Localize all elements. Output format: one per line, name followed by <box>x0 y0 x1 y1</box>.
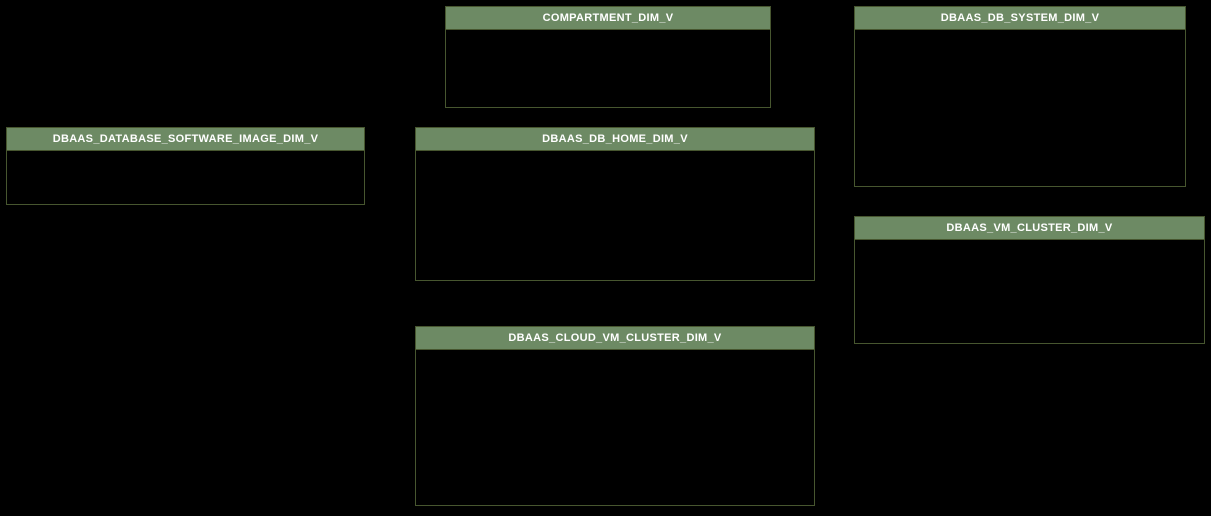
entity-body <box>416 350 814 505</box>
entity-table-dbaas-vm-cluster-dim-v[interactable]: DBAAS_VM_CLUSTER_DIM_V <box>854 216 1205 344</box>
entity-table-dbaas-database-software-image-dim-v[interactable]: DBAAS_DATABASE_SOFTWARE_IMAGE_DIM_V <box>6 127 365 205</box>
entity-header: DBAAS_VM_CLUSTER_DIM_V <box>855 217 1204 240</box>
entity-title: DBAAS_DB_HOME_DIM_V <box>542 133 688 145</box>
entity-body <box>446 30 770 107</box>
entity-table-dbaas-cloud-vm-cluster-dim-v[interactable]: DBAAS_CLOUD_VM_CLUSTER_DIM_V <box>415 326 815 506</box>
entity-title: DBAAS_CLOUD_VM_CLUSTER_DIM_V <box>508 332 722 344</box>
entity-title: DBAAS_VM_CLUSTER_DIM_V <box>946 222 1113 234</box>
entity-title: DBAAS_DB_SYSTEM_DIM_V <box>940 12 1100 24</box>
entity-body <box>855 30 1185 186</box>
entity-body <box>855 240 1204 343</box>
entity-title: COMPARTMENT_DIM_V <box>542 12 674 24</box>
entity-body <box>416 151 814 280</box>
entity-table-compartment-dim-v[interactable]: COMPARTMENT_DIM_V <box>445 6 771 108</box>
entity-body <box>7 151 364 204</box>
entity-header: DBAAS_DB_HOME_DIM_V <box>416 128 814 151</box>
entity-title: DBAAS_DATABASE_SOFTWARE_IMAGE_DIM_V <box>52 133 319 145</box>
entity-header: COMPARTMENT_DIM_V <box>446 7 770 30</box>
entity-header: DBAAS_DATABASE_SOFTWARE_IMAGE_DIM_V <box>7 128 364 151</box>
entity-table-dbaas-db-home-dim-v[interactable]: DBAAS_DB_HOME_DIM_V <box>415 127 815 281</box>
entity-table-dbaas-db-system-dim-v[interactable]: DBAAS_DB_SYSTEM_DIM_V <box>854 6 1186 187</box>
entity-header: DBAAS_CLOUD_VM_CLUSTER_DIM_V <box>416 327 814 350</box>
entity-header: DBAAS_DB_SYSTEM_DIM_V <box>855 7 1185 30</box>
